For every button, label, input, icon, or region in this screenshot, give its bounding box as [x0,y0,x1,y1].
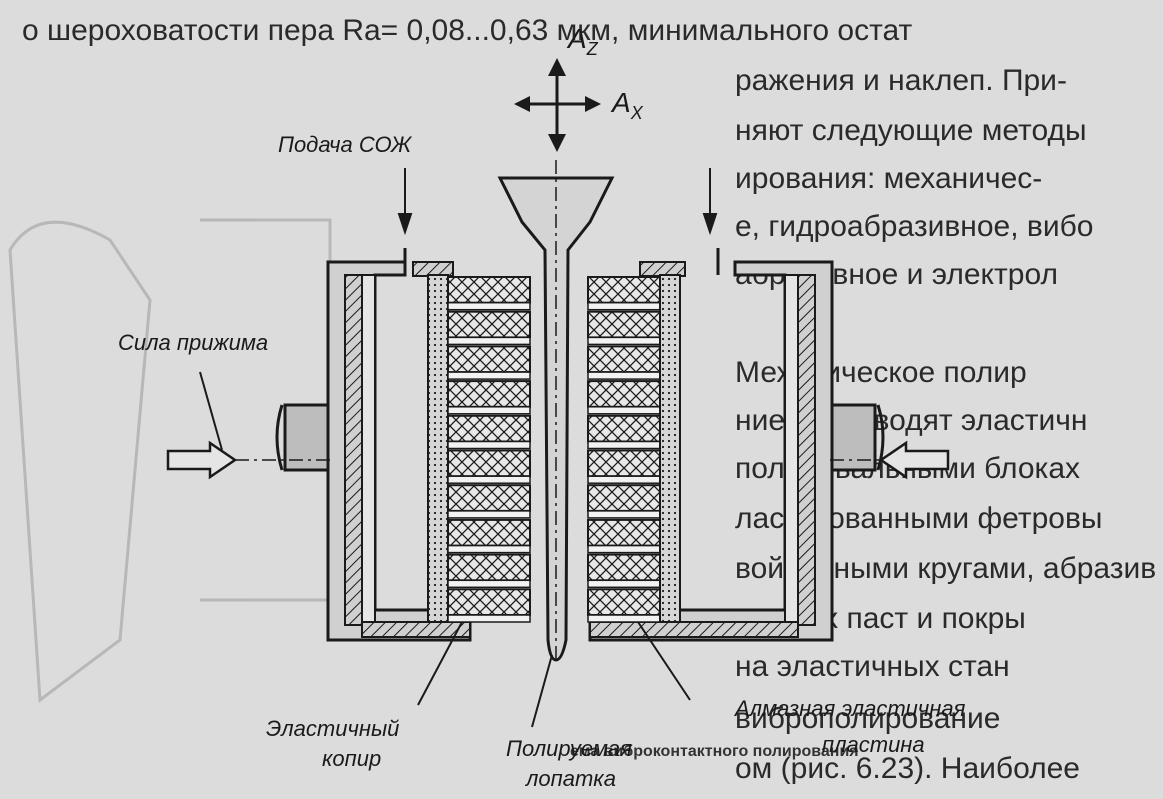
diamond-plate [447,380,531,408]
spacer-strip [447,579,531,589]
clamp-force-arrows [166,371,950,480]
bleed-line: виброполирование [735,702,1000,735]
bleed-line: ирования: механичес- [735,162,1042,195]
axis-x-label: AX [610,87,644,123]
bleed-line: о шероховатости пера Ra= 0,08...0,63 мкм… [22,14,913,47]
left-holder [275,260,472,642]
diamond-plate [447,553,531,582]
spacer-strip [587,579,661,589]
elastic-copier-label-line2: копир [322,746,381,771]
axis-cross-arrows [514,58,601,152]
spacer-strip [447,406,531,415]
spacer-strip [587,475,661,484]
spacer-strip [447,614,531,623]
diamond-plate [587,588,661,616]
spacer-strip [447,301,531,311]
spacer-strip [587,510,661,519]
left-plate-stack [427,274,531,623]
spacer-strip [447,510,531,519]
diamond-plate [447,484,531,512]
diamond-plate [447,588,531,616]
diamond-plate [447,276,531,304]
bleed-line: на эластичных стан [735,650,1010,683]
blade-label-line2: лопатка [524,766,616,791]
spacer-strip [587,371,661,380]
spacer-strip [587,544,661,554]
bleed-caption: ема виброконтактного полирования [570,743,859,760]
diamond-plate [447,310,531,339]
coolant-feed-label: Подача СОЖ [278,132,413,157]
diamond-plate [447,345,531,374]
diamond-plate [587,276,661,304]
spacer-strip [447,544,531,554]
spacer-strip [587,301,661,311]
copier-strip [659,274,681,623]
diamond-plate [447,518,531,547]
bleed-line: няют следующие методы [735,114,1087,147]
diamond-plate-label-line1: Алмазная эластичная [733,696,966,721]
spacer-strip [447,475,531,484]
copier-strip [427,274,449,623]
diamond-plate [587,518,661,547]
elastic-copier-label-line1: Эластичный [266,716,399,741]
spacer-strip [587,336,661,346]
bleed-line: ражения и наклеп. При- [735,64,1067,97]
diamond-plate [587,380,661,408]
polished-blade [497,160,615,662]
bleed-line: ом (рис. 6.23). Наиболее [735,752,1080,785]
axis-z-label: AZ [566,23,599,59]
diamond-plate [587,414,661,443]
diamond-plate [587,553,661,582]
leader-lines [417,621,691,728]
right-holder [588,260,885,642]
coolant-feed-arrows [397,168,720,275]
diamond-plate [447,449,531,478]
spacer-strip [587,614,661,623]
spacer-strip [447,336,531,346]
clamp-force-label: Сила прижима [118,330,268,355]
spacer-strip [587,440,661,450]
spacer-strip [447,440,531,450]
diamond-plate-label-line2: пластина [822,732,925,757]
diamond-plate [447,414,531,443]
right-plate-stack [587,274,681,623]
diamond-plate [587,449,661,478]
diamond-plate [587,310,661,339]
bleed-line: е, гидроабразивное, вибо [735,210,1093,243]
blade-label-line1: Полируемая [506,736,632,761]
spacer-strip [587,406,661,415]
diamond-plate [587,345,661,374]
diamond-plate [587,484,661,512]
spacer-strip [447,371,531,380]
